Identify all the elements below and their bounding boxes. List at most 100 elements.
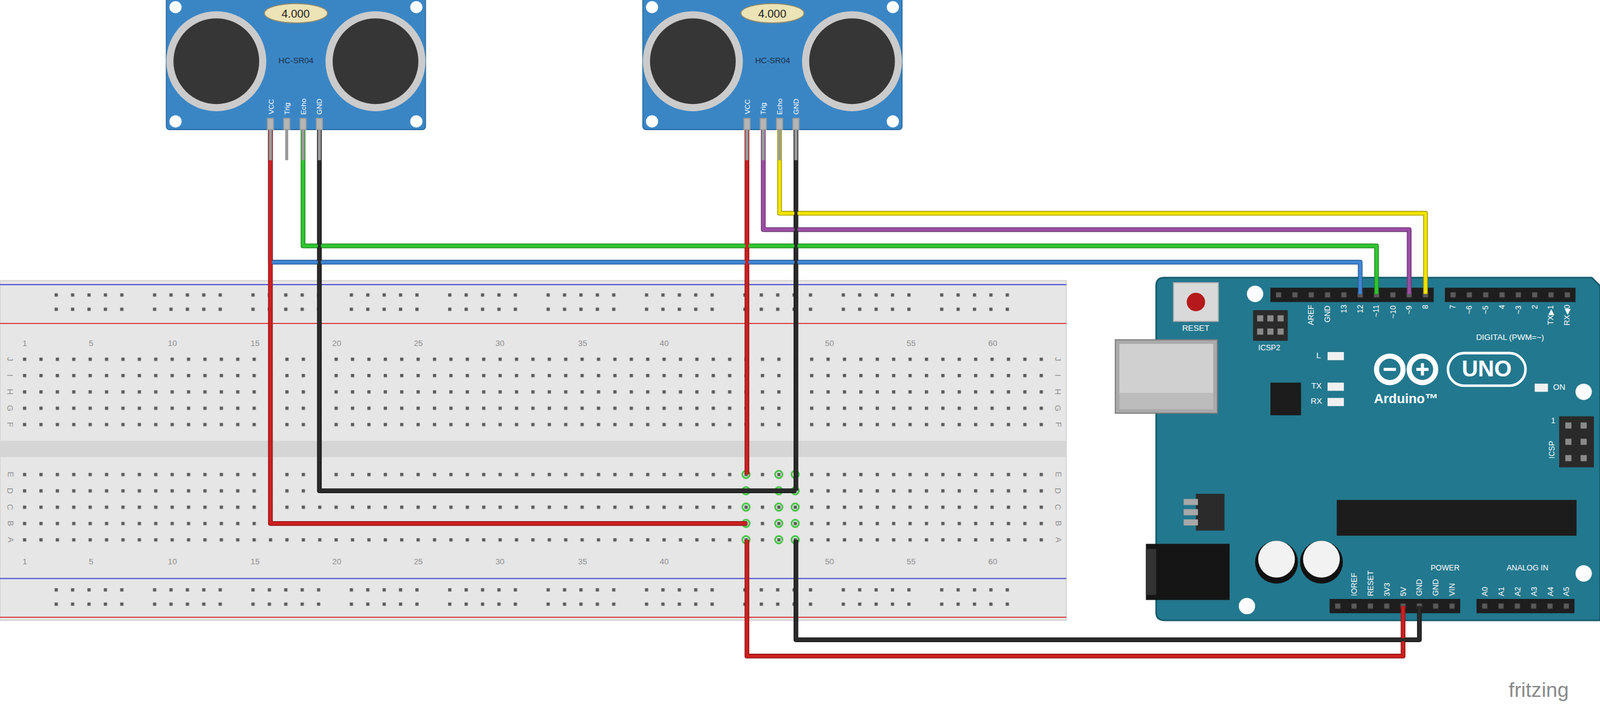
pin-label: VCC xyxy=(743,99,751,115)
pin-label: A2 xyxy=(1513,586,1522,596)
header-pin xyxy=(1267,315,1274,322)
brand-name: Arduino™ xyxy=(1373,391,1438,405)
pin-base xyxy=(267,118,274,130)
header-pin xyxy=(1277,328,1284,335)
arduino-board: AREFGND1312~11~10~987~6~54~32TX▶1RX◀0RES… xyxy=(1156,277,1600,621)
pin-label: 12 xyxy=(1356,304,1365,314)
row-letter: E xyxy=(1053,471,1062,478)
watermark: fritzing xyxy=(1508,679,1569,701)
pin-leg xyxy=(745,129,749,160)
pin-label: GND xyxy=(1431,578,1440,596)
ultrasonic-sensor: 4.000HC-SR04VCCTrigEchoGND xyxy=(642,0,902,130)
pin-label: RESET xyxy=(1366,570,1375,596)
led-label: TX xyxy=(1311,382,1322,391)
pin-base xyxy=(760,118,767,130)
header-pin xyxy=(1267,328,1274,335)
header-pins xyxy=(1476,599,1575,613)
logo-loop xyxy=(1376,356,1404,384)
center-channel xyxy=(0,440,1067,458)
header-label: POWER xyxy=(1430,564,1460,573)
pin-base xyxy=(793,118,800,130)
column-number: 1 xyxy=(22,558,27,567)
transducer-ring xyxy=(325,10,426,111)
pin-label: 4 xyxy=(1498,304,1507,309)
column-number: 25 xyxy=(413,339,423,348)
pin-leg xyxy=(794,129,798,160)
pin-label: ~9 xyxy=(1405,305,1414,314)
column-number: 15 xyxy=(250,339,260,348)
arduino-art xyxy=(1115,277,1600,621)
column-number: 30 xyxy=(495,339,505,348)
mount-hole xyxy=(1575,383,1593,401)
connected-holes xyxy=(737,466,755,548)
ground-wire xyxy=(794,129,798,491)
sensor-board xyxy=(166,0,426,130)
rail-line-blue xyxy=(0,283,1067,286)
pin-label: A1 xyxy=(1497,586,1506,596)
mount-hole xyxy=(410,115,423,128)
pin-label: A5 xyxy=(1562,586,1571,596)
pin-leg xyxy=(285,129,289,160)
column-number: 10 xyxy=(167,558,177,567)
transducer xyxy=(650,18,736,104)
ground-wire xyxy=(796,540,1420,640)
pin-label: ~10 xyxy=(1388,305,1397,319)
row-letter: I xyxy=(1053,374,1062,378)
pin-label: A4 xyxy=(1546,586,1555,596)
row-letter: D xyxy=(4,487,13,494)
wire-outline xyxy=(319,129,797,491)
mount-hole xyxy=(645,1,659,14)
column-number: 40 xyxy=(659,558,669,567)
pin-label: Trig xyxy=(759,102,767,115)
header-pin xyxy=(1580,439,1587,446)
logo-loop xyxy=(1409,356,1436,384)
row-letter: E xyxy=(5,471,14,478)
usb-chip xyxy=(1270,382,1301,416)
pin-label: A0 xyxy=(1480,586,1489,596)
pin-label: GND xyxy=(315,97,323,114)
pin-label: Trig xyxy=(282,102,291,115)
pin-label: 2 xyxy=(1530,304,1539,309)
transducer xyxy=(173,18,260,104)
ground-wire xyxy=(319,129,797,491)
rail-line-red xyxy=(0,616,1067,618)
pin-label: VCC xyxy=(266,99,275,115)
regulator-leg xyxy=(1183,499,1198,506)
icsp2-header xyxy=(1253,310,1289,341)
pin-label: Echo xyxy=(775,97,784,115)
model-name: HC-SR04 xyxy=(755,57,790,66)
pin-label: 7 xyxy=(1449,304,1458,309)
row-letter: B xyxy=(1053,520,1062,527)
column-number: 40 xyxy=(659,339,669,348)
mount-hole xyxy=(410,1,423,14)
pin-leg xyxy=(268,129,272,160)
pin-label: GND xyxy=(792,97,800,114)
pin-leg xyxy=(318,129,322,160)
led xyxy=(1327,382,1344,391)
model-name: UNO xyxy=(1461,358,1512,381)
ultrasonic-sensor: 4.000HC-SR04VCCTrigEchoGND xyxy=(166,0,426,130)
pin-label: TX▶1 xyxy=(1547,305,1555,326)
row-letter: C xyxy=(1052,504,1061,511)
pin-label: ~11 xyxy=(1372,304,1381,317)
mount-hole xyxy=(1246,285,1264,303)
row-letter: F xyxy=(1053,422,1062,427)
led xyxy=(1327,397,1344,406)
header-pins xyxy=(1444,287,1576,302)
pin-label: RX◀0 xyxy=(1563,304,1572,326)
column-number: 20 xyxy=(332,558,342,567)
column-number: 5 xyxy=(88,339,94,348)
header-pin xyxy=(1257,328,1264,335)
column-number: 30 xyxy=(495,558,505,567)
breadboard: 1510152025303540505560JJIIHHGGFFEEDDCCBB… xyxy=(0,280,1067,621)
header-pins xyxy=(1329,599,1461,613)
row-letter: G xyxy=(5,405,14,412)
column-number: 25 xyxy=(413,558,423,567)
mount-hole xyxy=(169,115,182,128)
led-label: ON xyxy=(1553,383,1566,392)
crystal xyxy=(740,3,804,24)
terminal-holes xyxy=(16,350,1050,433)
wire-outline xyxy=(744,129,750,475)
transducer-ring xyxy=(802,10,902,111)
dc-jack-face xyxy=(1145,549,1157,596)
